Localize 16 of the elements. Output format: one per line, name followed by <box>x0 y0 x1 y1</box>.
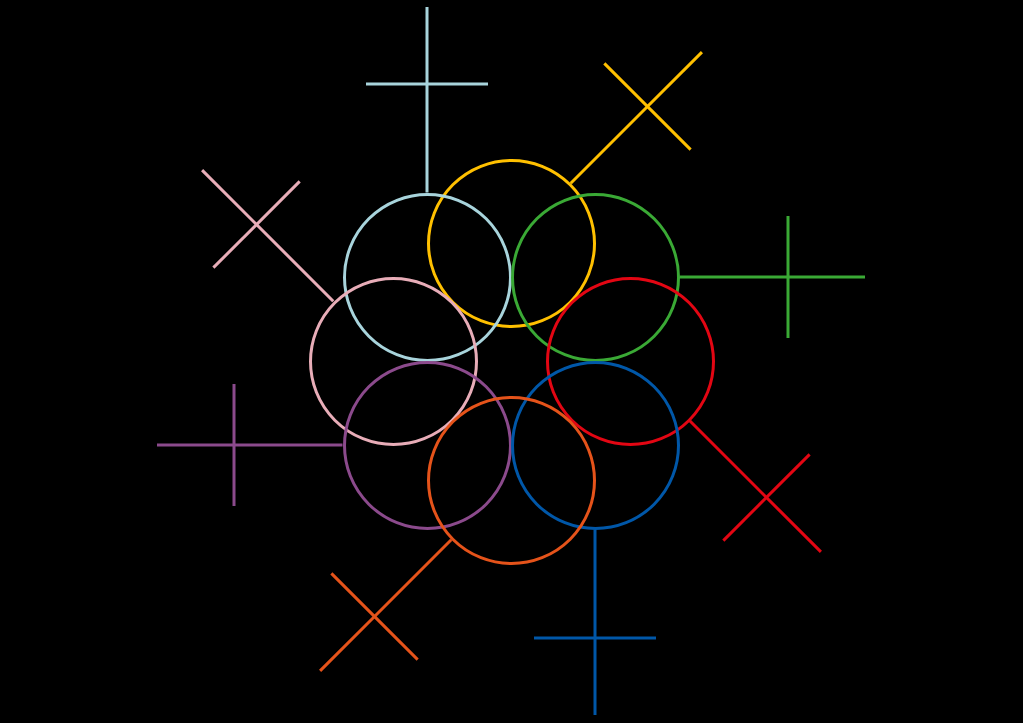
circle-outline <box>308 276 478 446</box>
circle-outline <box>426 158 596 328</box>
cross-line <box>319 538 453 672</box>
cross-line <box>201 169 335 303</box>
circle-outline <box>342 192 512 362</box>
circle-outline <box>510 360 680 530</box>
circle-outline <box>545 276 715 446</box>
circle-outline <box>426 395 596 565</box>
circle-outline <box>510 192 680 362</box>
circle-outline <box>342 360 512 530</box>
cross-line <box>534 529 656 715</box>
cross-line <box>157 384 343 506</box>
cross-line <box>366 7 488 193</box>
cross-line <box>679 216 865 338</box>
cross-line <box>569 51 703 185</box>
cross-line <box>688 419 822 553</box>
